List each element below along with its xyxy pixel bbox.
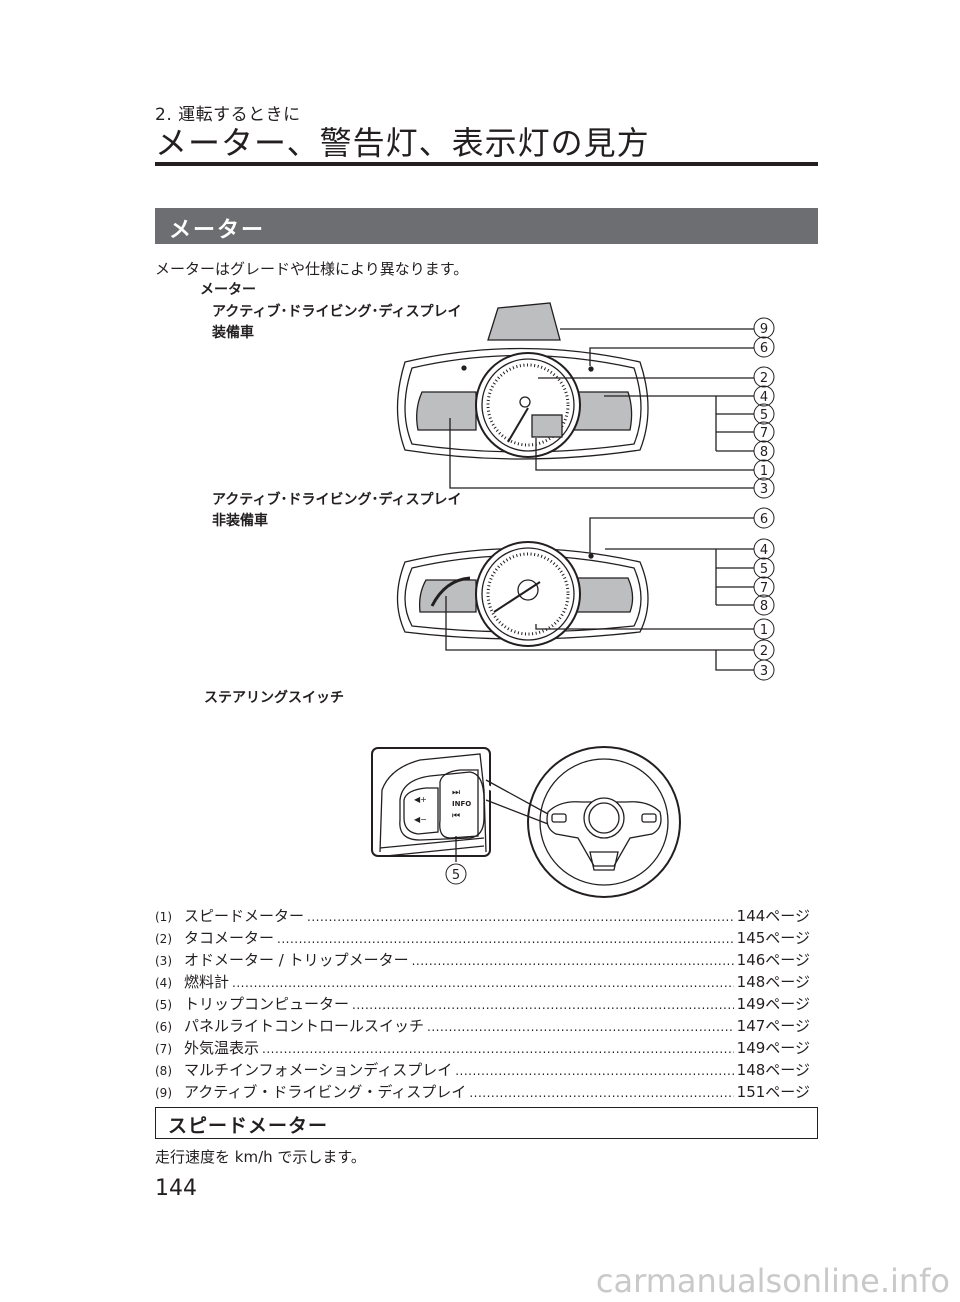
watermark: carmanualsonline.info (595, 1262, 950, 1300)
switch-closeup: INFO ⏭ ⏮ ◀+ ◀− (371, 747, 549, 862)
page-title: メーター、警告灯、表示灯の見方 (155, 124, 650, 162)
svg-text:◀+: ◀+ (414, 795, 427, 804)
section-title: メーター (169, 218, 266, 243)
list-item: (9)アクティブ・ドライビング・ディスプレイ151ページ (155, 1081, 810, 1103)
callouts-ad-equipped (753, 317, 775, 499)
non-caption-line1: アクティブ･ドライビング･ディスプレイ (212, 492, 462, 508)
list-item: (2)タコメーター145ページ (155, 927, 810, 949)
section-intro: メーターはグレードや仕様により異なります。 (155, 260, 469, 278)
callout-non-3: 5 (760, 562, 768, 577)
subsection-title: スピードメーター (168, 1115, 329, 1137)
callout-non-4: 7 (760, 581, 768, 596)
callout-ad-5: 5 (760, 408, 768, 423)
steering-wheel (527, 746, 681, 898)
callout-ad-7: 8 (760, 445, 768, 460)
cluster-ad-equipped (396, 328, 754, 489)
callout-ad-3: 2 (760, 371, 768, 386)
svg-text:⏮: ⏮ (452, 811, 460, 821)
callout-ad-1: 9 (760, 322, 768, 337)
callout-numbers: 9 6 2 4 5 7 8 1 3 6 4 5 7 8 1 2 3 5 (452, 322, 768, 883)
non-equipped-caption: アクティブ･ドライビング･ディスプレイ 非装備車 (212, 490, 461, 532)
list-item: (6)パネルライトコントロールスイッチ147ページ (155, 1015, 810, 1037)
svg-text:◀−: ◀− (414, 815, 427, 824)
list-item: (8)マルチインフォメーションディスプレイ148ページ (155, 1059, 810, 1081)
callout-ad-8: 1 (760, 464, 768, 479)
cluster-non-equipped (396, 517, 754, 671)
ad-equipped-caption: アクティブ･ドライビング･ディスプレイ 装備車 (212, 302, 461, 344)
callout-ad-4: 4 (760, 390, 768, 405)
ad-caption-line2: 装備車 (212, 325, 254, 341)
callout-non-7: 2 (760, 644, 768, 659)
info-label: INFO (452, 800, 471, 808)
non-caption-line2: 非装備車 (212, 513, 268, 529)
subsection-text: 走行速度を km/h で示します。 (155, 1148, 366, 1166)
ad-caption-line1: アクティブ･ドライビング･ディスプレイ (212, 304, 462, 320)
title-rule (155, 162, 818, 166)
callout-non-6: 1 (760, 623, 768, 638)
svg-text:⏭: ⏭ (452, 788, 460, 798)
callout-ad-9: 3 (760, 482, 768, 497)
list-item: (1)スピードメーター144ページ (155, 905, 810, 927)
section-header: メーター (155, 208, 818, 244)
ad-display-unit (487, 302, 561, 341)
callout-non-1: 6 (760, 512, 768, 527)
callout-non-2: 4 (760, 543, 768, 558)
list-item: (3)オドメーター / トリップメーター146ページ (155, 949, 810, 971)
callout-ad-2: 6 (760, 341, 768, 356)
chapter-label: 2. 運転するときに (155, 105, 301, 125)
callout-switch-circle (445, 863, 467, 885)
page-number: 144 (155, 1176, 197, 1201)
steering-switch-caption: ステアリングスイッチ (204, 690, 344, 706)
callout-ad-6: 7 (760, 426, 768, 441)
callout-switch: 5 (452, 868, 460, 883)
callout-non-5: 8 (760, 599, 768, 614)
list-item: (5)トリップコンピューター149ページ (155, 993, 810, 1015)
list-item: (7)外気温表示149ページ (155, 1037, 810, 1059)
meter-diagrams: INFO ⏭ ⏮ ◀+ ◀− 9 6 2 4 5 7 (371, 302, 775, 898)
subsection-header: スピードメーター (155, 1107, 818, 1139)
callout-non-8: 3 (760, 664, 768, 679)
list-item: (4)燃料計148ページ (155, 971, 810, 993)
meter-caption: メーター (200, 282, 256, 298)
component-list: (1)スピードメーター144ページ (2)タコメーター145ページ (3)オドメ… (155, 905, 810, 1103)
callouts-non-equipped (753, 507, 775, 681)
